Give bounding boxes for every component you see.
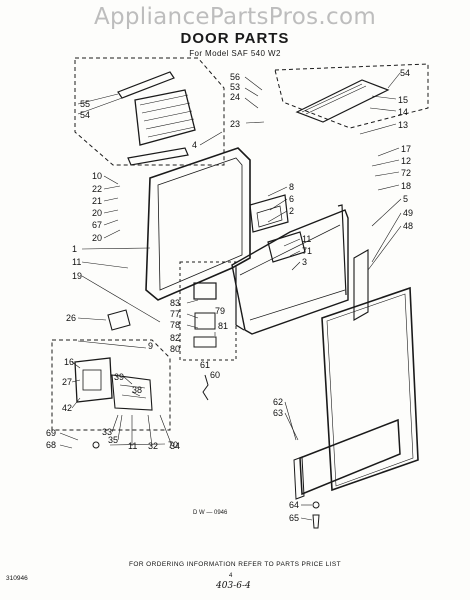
label-39: 39 [114, 372, 124, 382]
drawing-reference: D W — 0946 [193, 510, 228, 516]
label-69: 69 [46, 428, 56, 438]
label-68: 68 [46, 440, 56, 450]
vent-handle [127, 147, 189, 166]
label-54-right: 54 [400, 68, 410, 78]
label-4: 4 [192, 140, 197, 150]
label-42: 42 [62, 403, 72, 413]
switch-part [193, 282, 217, 300]
label-81: 81 [218, 321, 228, 331]
label-65: 65 [289, 513, 299, 523]
label-80: 80 [170, 344, 180, 354]
label-54-left: 54 [80, 110, 90, 120]
kick-plate-end [293, 456, 305, 500]
label-35: 35 [108, 435, 118, 445]
label-32: 32 [148, 441, 158, 451]
label-38: 38 [132, 385, 142, 395]
label-61: 61 [200, 360, 210, 370]
label-33: 33 [102, 427, 112, 437]
label-21: 21 [92, 196, 102, 206]
console-box [274, 63, 429, 129]
spring-61 [202, 374, 209, 401]
outer-door-frame [231, 209, 349, 335]
label-20-a: 20 [92, 208, 102, 218]
watermark: AppliancePartsPros.com [93, 4, 377, 30]
vent-assembly-box [74, 57, 225, 166]
screw-70 [92, 441, 100, 449]
screw-65 [312, 514, 320, 529]
label-3: 3 [302, 257, 307, 267]
label-63: 63 [273, 408, 283, 418]
label-20-b: 20 [92, 233, 102, 243]
door-latch-bracket [267, 231, 306, 263]
label-27: 27 [62, 377, 72, 387]
label-72: 72 [401, 168, 411, 178]
dispenser-body [74, 357, 113, 403]
screw-64 [312, 501, 320, 509]
label-34: 34 [170, 441, 180, 451]
label-56: 56 [230, 72, 240, 82]
label-60: 60 [210, 370, 220, 380]
document-code: 310946 [6, 575, 28, 582]
label-55: 55 [80, 99, 90, 109]
label-49: 49 [403, 208, 413, 218]
label-78: 78 [170, 320, 180, 330]
outer-door-panel [321, 286, 419, 492]
kick-plate [299, 418, 401, 496]
label-9: 9 [148, 341, 153, 351]
label-82: 82 [170, 333, 180, 343]
dispenser-lever [111, 374, 153, 411]
dispenser-box [51, 339, 171, 431]
page-number: 4 [229, 573, 233, 579]
label-18: 18 [401, 181, 411, 191]
label-23: 23 [230, 119, 240, 129]
label-11-c: 11 [128, 441, 137, 451]
model-subtitle: For Model SAF 540 W2 [189, 49, 281, 58]
label-10: 10 [92, 171, 102, 181]
label-53: 53 [230, 82, 240, 92]
clip-part [107, 309, 131, 331]
label-83: 83 [170, 298, 180, 308]
vent-grille [134, 89, 196, 146]
label-64: 64 [289, 500, 299, 510]
label-79: 79 [215, 306, 225, 316]
label-77: 77 [170, 309, 180, 319]
label-70: 70 [168, 440, 178, 450]
ordering-note: FOR ORDERING INFORMATION REFER TO PARTS … [129, 561, 341, 568]
label-12: 12 [401, 156, 411, 166]
label-8: 8 [289, 182, 294, 192]
label-17: 17 [401, 144, 411, 154]
label-1: 1 [72, 244, 77, 254]
label-67: 67 [92, 220, 102, 230]
label-11-a: 11 [302, 234, 311, 244]
handwritten-note: 403-6-4 [216, 581, 251, 591]
label-5: 5 [403, 194, 408, 204]
switch-assembly-box [179, 261, 237, 361]
door-handle-recess [249, 194, 289, 233]
hinge-arm-right [337, 204, 347, 296]
inner-door-panel [145, 147, 251, 301]
label-11-b: 11 [72, 257, 81, 267]
label-48: 48 [403, 221, 413, 231]
label-62: 62 [273, 397, 283, 407]
label-19: 19 [72, 271, 82, 281]
label-15: 15 [398, 95, 408, 105]
label-2: 2 [289, 206, 294, 216]
label-26: 26 [66, 313, 76, 323]
console-panel [295, 79, 390, 123]
label-14: 14 [398, 107, 408, 117]
label-6: 6 [289, 194, 294, 204]
trim-strip [353, 249, 369, 321]
label-13: 13 [398, 120, 408, 130]
label-24: 24 [230, 92, 240, 102]
label-71: 71 [302, 246, 312, 256]
page-title: DOOR PARTS [180, 30, 290, 47]
label-16: 16 [64, 357, 74, 367]
vent-cap [117, 71, 175, 99]
label-22: 22 [92, 184, 102, 194]
